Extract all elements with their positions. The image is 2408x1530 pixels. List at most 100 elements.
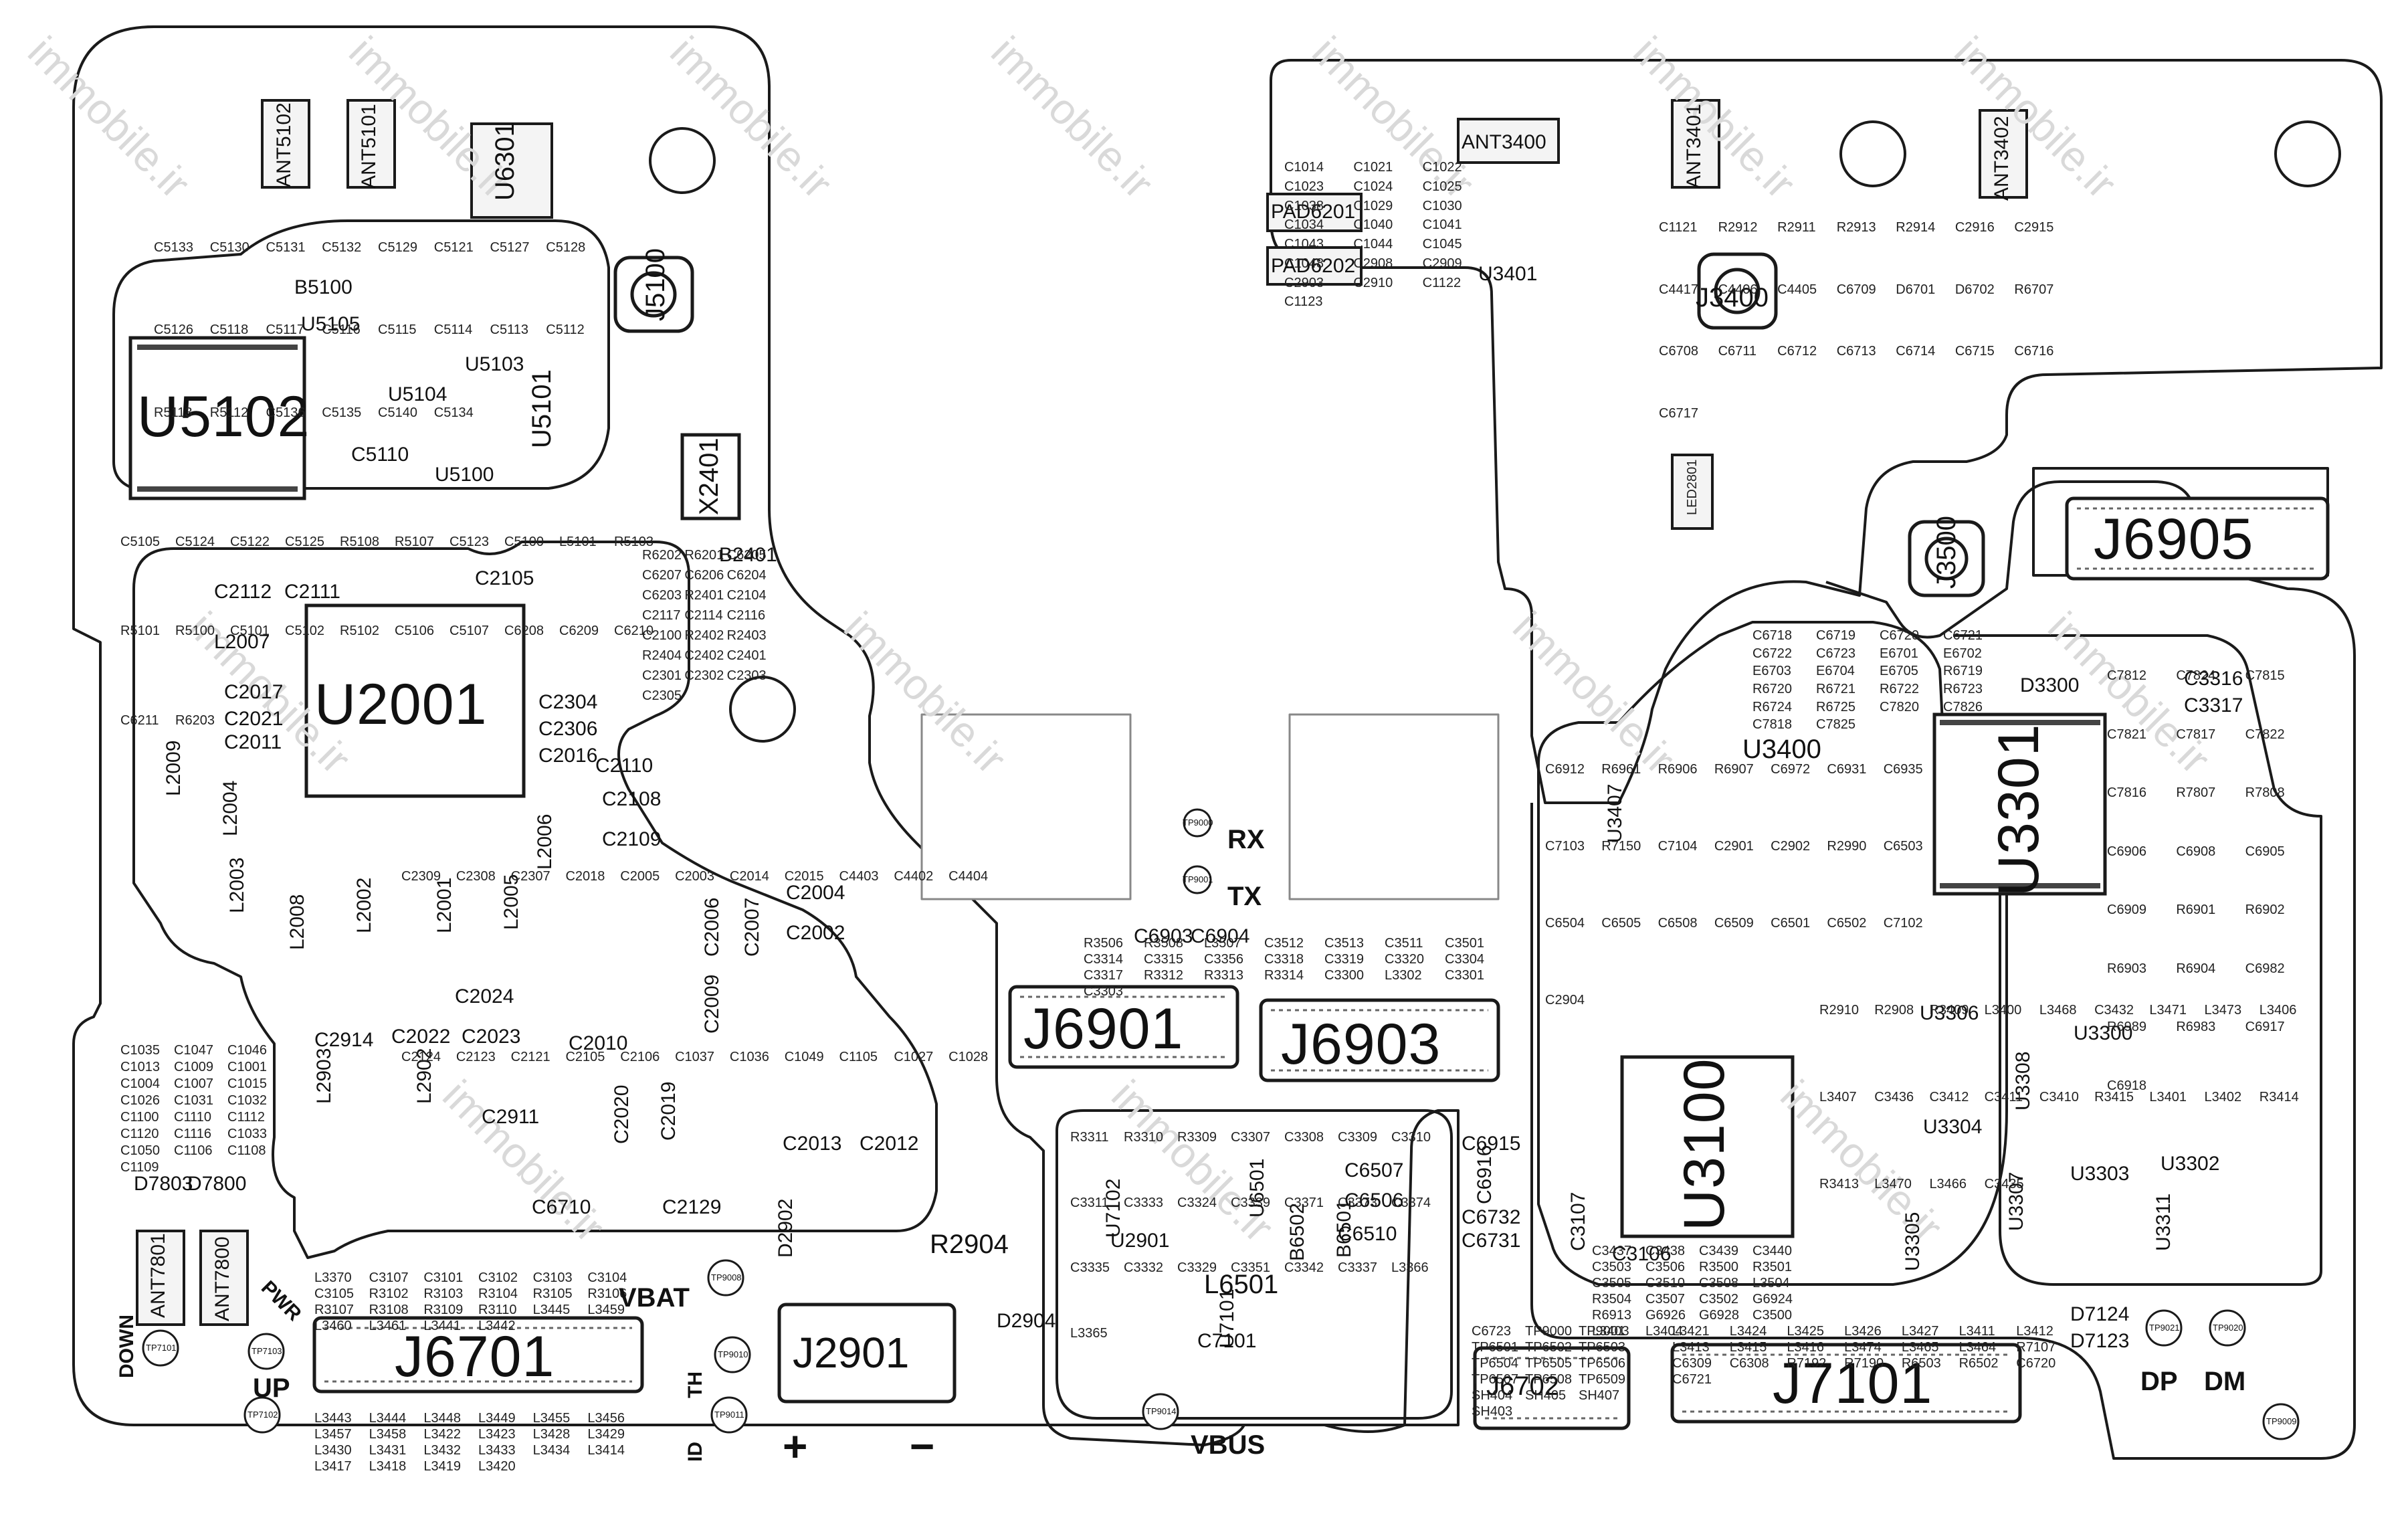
component-ref: C1032 [227,1093,267,1108]
component-ref: C2100 [642,628,682,643]
testpoint-label: TP9011 [714,1410,744,1420]
component-ref: L3445 [532,1303,571,1317]
component-ref: C2909 [1422,256,1462,271]
component-ref: C7824 [2176,668,2216,683]
component-ref: C3101 [423,1270,464,1285]
component-ref: C2301 [642,668,682,683]
component-label: U2901 [1110,1230,1170,1252]
component-ref: C6708 [1659,344,1698,359]
component-label: U3311 [2152,1193,2175,1251]
j2901-body [777,1303,957,1404]
component-ref: R5101 [120,624,160,639]
testpoint-label: TP9001 [1183,874,1213,884]
component-ref: C7104 [1658,839,1698,854]
component-ref: C6714 [1896,344,1936,359]
component-ref: C1009 [174,1060,213,1074]
component-ref: C3303 [1084,984,1123,999]
component-ref: C1029 [1353,198,1393,213]
component-ref: L3468 [2039,1003,2077,1018]
component-ref: C6721 [1672,1372,1712,1387]
component-ref: R3104 [478,1286,518,1301]
component-ref: R6907 [1714,762,1754,777]
component-ref: C4406 [1718,282,1758,297]
component-label: C3317 [2184,694,2243,716]
component-label: C6903 [1134,925,1193,947]
component-ref: R3110 [478,1303,517,1317]
component-ref: E6701 [1880,646,1918,661]
component-ref: R3506 [1084,936,1123,951]
signal-vbat: VBAT [619,1283,690,1313]
component-label: C2304 [538,691,598,713]
testpoint-label: TP7101 [146,1343,177,1353]
signal-vbus: VBUS [1191,1430,1266,1460]
component-ref: C3501 [1445,936,1484,951]
component-ref: R2401 [684,588,724,603]
j7101-body [1670,1343,2022,1424]
component-ref: C3311 [1070,1195,1109,1210]
component-label: C2007 [741,897,763,957]
component-ref: SH404 [1472,1388,1513,1403]
component-ref: C5123 [449,535,489,549]
label-j6701: J6701 [395,1325,555,1389]
component-label: L2009 [163,740,185,796]
component-ref: L3413 [1672,1340,1710,1355]
component-ref: C2014 [729,869,769,884]
component-ref: C6905 [2245,844,2285,859]
component-ref: C3301 [1445,968,1484,983]
component-ref: L3417 [314,1459,352,1474]
signal-tx: TX [1227,882,1262,911]
component-ref: E6704 [1816,664,1855,679]
signal-dp: DP [2140,1367,2178,1396]
component-ref: C6722 [1752,646,1792,661]
component-ref: C5129 [378,240,417,255]
component-ref: C5128 [546,240,586,255]
component-ref: R6720 [1752,682,1792,696]
component-label: C6510 [1338,1223,1397,1245]
component-ref: C1013 [120,1060,160,1074]
label-ant3401: ANT3401 [1683,104,1705,189]
signal-down: DOWN [116,1315,138,1378]
component-ref: TP6507 [1472,1372,1519,1387]
component-ref: TP9000 [1525,1324,1573,1339]
component-ref: TP6505 [1525,1356,1573,1371]
component-ref: C2018 [565,869,605,884]
component-label: L2007 [214,631,270,653]
component-label: U5105 [301,313,361,335]
component-ref: L3456 [587,1411,625,1426]
label-u6301: U6301 [490,122,520,201]
component-ref: SH407 [1579,1388,1620,1403]
component-ref: C3315 [1144,952,1183,967]
component-ref: C1106 [174,1143,213,1158]
component-label: C2023 [462,1026,521,1048]
pad-square-right [1288,713,1500,900]
component-ref: R6203 [175,712,215,728]
component-ref: C1024 [1353,179,1393,194]
component-ref: C3374 [1391,1195,1431,1210]
component-ref: C6935 [1883,762,1923,777]
component-ref: C1026 [120,1093,160,1108]
component-ref: R7150 [1601,839,1641,854]
component-ref: E6702 [1943,646,1982,661]
component-ref: C5140 [378,405,417,420]
component-label: C2004 [786,882,845,904]
component-label: C2105 [475,567,534,589]
component-ref: R5100 [175,624,215,639]
component-ref: R6901 [2176,902,2216,917]
component-ref: L3370 [314,1270,352,1285]
component-ref: C3510 [1645,1276,1685,1290]
component-ref: C6908 [2176,844,2216,859]
component-ref: C2303 [726,668,767,683]
component-ref: R6906 [1658,762,1698,777]
component-ref: R3312 [1144,968,1183,983]
component-ref: C1123 [1284,294,1323,310]
component-ref: R6983 [2176,1020,2216,1034]
component-label: U3300 [2074,1022,2133,1044]
component-ref: R6202 [642,548,682,563]
component-ref: C1038 [1284,198,1324,213]
testpoint-label: TP9014 [1146,1406,1177,1416]
led2801-body [1671,454,1714,530]
component-ref: C7825 [1816,717,1855,733]
component-ref: R6902 [2245,902,2285,917]
component-ref: C1036 [729,1050,769,1064]
component-ref: C3439 [1699,1244,1738,1258]
